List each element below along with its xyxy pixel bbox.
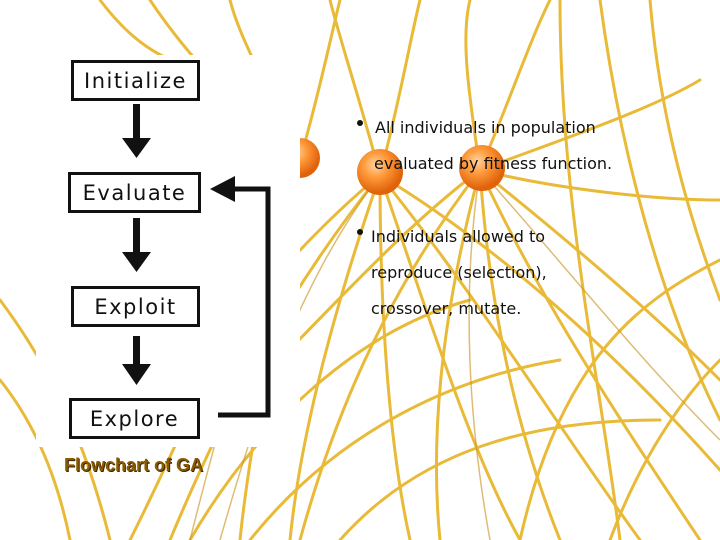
bullet-1-line-2: evaluated by fitness function. [374, 154, 613, 173]
step-box-evaluate: Evaluate [68, 172, 201, 213]
step-box-explore: Explore [69, 398, 200, 439]
arrow-evaluate-to-exploit [122, 218, 151, 272]
step-label-explore: Explore [89, 406, 180, 431]
feedback-loop-arrow [218, 186, 271, 418]
step-box-initialize: Initialize [71, 60, 200, 101]
flowchart-panel [36, 55, 300, 447]
bullet-1-line-1: All individuals in population [375, 118, 596, 137]
step-label-exploit: Exploit [94, 294, 177, 319]
step-label-evaluate: Evaluate [82, 180, 187, 205]
bullet-dot-2 [357, 229, 363, 235]
feedback-loop-arrowhead [210, 176, 235, 202]
flowchart-caption: Flowchart of GA [64, 455, 203, 475]
step-label-initialize: Initialize [84, 68, 187, 93]
bullet-2-line-1: Individuals allowed to [371, 227, 546, 246]
bullet-2-line-3: crossover, mutate. [371, 299, 522, 318]
bullet-dot-1 [357, 120, 363, 126]
bullet-2-line-2: reproduce (selection), [371, 263, 547, 282]
arrow-exploit-to-explore [122, 336, 151, 385]
arrow-initialize-to-evaluate [122, 104, 151, 158]
step-box-exploit: Exploit [71, 286, 200, 327]
